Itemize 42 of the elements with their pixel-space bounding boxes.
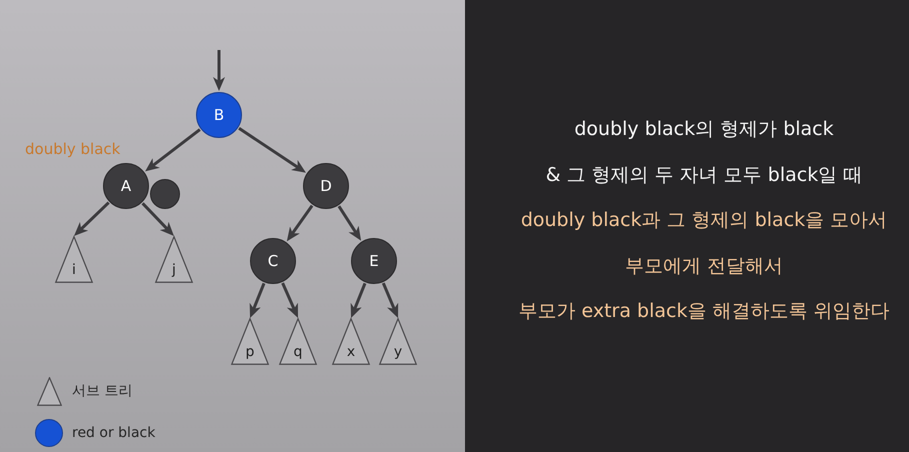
arrow: [250, 282, 266, 318]
arrow: [281, 282, 298, 318]
subtree-triangle: [231, 318, 269, 365]
arrow: [74, 202, 110, 236]
tree-node: [351, 238, 397, 284]
node-label: A: [120, 177, 132, 195]
node-label: q: [294, 344, 302, 360]
subtree-triangle: [332, 318, 370, 365]
legend-label: red or black: [72, 424, 156, 442]
legend-label: 서브 트리: [72, 382, 132, 400]
tree-node: [250, 238, 296, 284]
node-label: D: [320, 177, 332, 195]
note-text: 부모가 extra black을 해결하도록 위임한다: [518, 299, 890, 324]
arrow: [213, 50, 225, 91]
node-label: p: [246, 344, 254, 360]
arrow: [145, 128, 201, 172]
node-label: y: [394, 344, 402, 360]
subtree-triangle: [279, 318, 317, 365]
arrow: [286, 204, 314, 242]
arrow: [142, 202, 174, 236]
arrow: [350, 282, 366, 318]
note-text: 부모에게 전달해서: [624, 254, 784, 278]
node-label: B: [214, 106, 224, 124]
node-label: i: [72, 262, 76, 278]
arrow: [382, 282, 398, 318]
subtree-triangle: [55, 236, 93, 283]
node-label: j: [172, 262, 176, 278]
arrow: [338, 205, 362, 241]
tree-node: [103, 163, 149, 209]
subtree-triangle: [379, 318, 417, 365]
arrow: [238, 127, 306, 173]
node-label: C: [268, 252, 278, 270]
node-annotation: doubly black: [25, 139, 120, 159]
extra-token: [150, 179, 180, 209]
note-text: doubly black의 형제가 black: [574, 117, 834, 142]
note-text: doubly black과 그 형제의 black을 모아서: [520, 208, 888, 233]
tree-node: [196, 92, 242, 138]
node-label: x: [346, 344, 356, 360]
subtree-triangle: [155, 236, 193, 283]
tree-node: [303, 163, 349, 209]
node-label: E: [369, 252, 379, 270]
note-text: & 그 형제의 두 자녀 모두 black일 때: [546, 162, 862, 188]
